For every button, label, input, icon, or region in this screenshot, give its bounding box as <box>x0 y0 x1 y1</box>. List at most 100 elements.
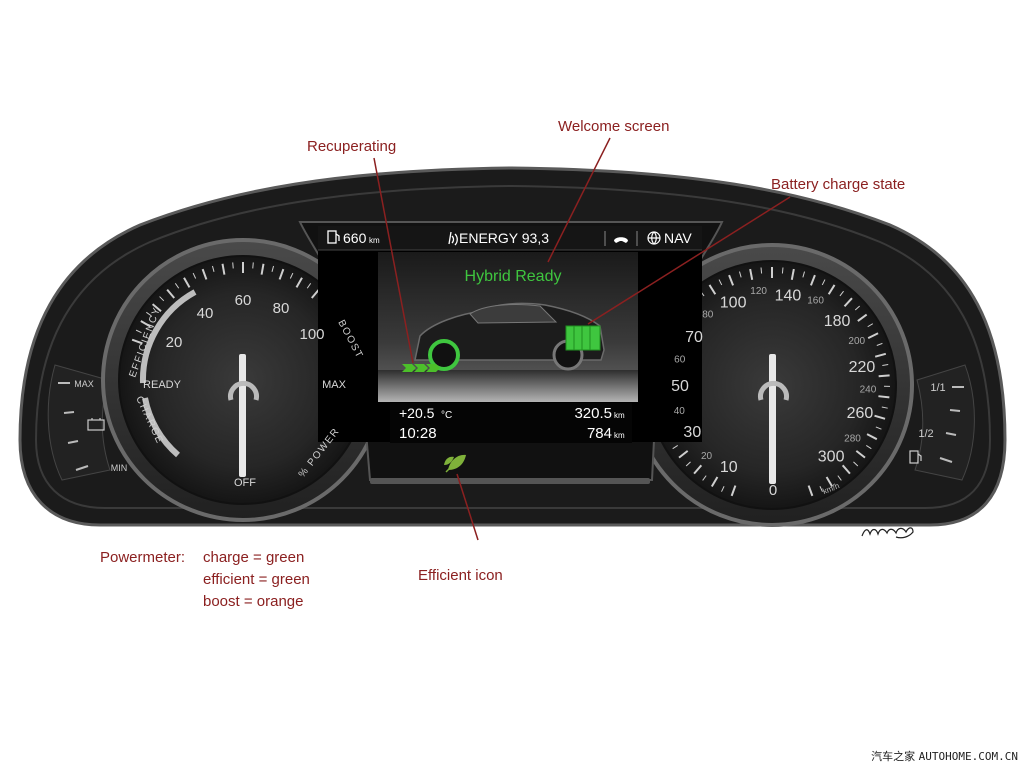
powermeter-tick-13 <box>232 262 234 269</box>
speedometer-tick-29 <box>760 267 763 274</box>
odometer-unit: km <box>614 431 625 440</box>
speedometer-tick-54 <box>855 450 866 459</box>
speedometer-tick-24 <box>708 284 717 295</box>
speedometer-tick-43 <box>876 342 883 346</box>
footer-brand: 汽车之家 <box>871 750 916 763</box>
powermeter-legend-efficient: efficient = green <box>203 571 310 588</box>
powermeter-tick-2 <box>140 320 151 328</box>
powermeter-legend-title: Powermeter: <box>100 549 186 566</box>
speedometer-tick-52 <box>866 433 878 441</box>
powermeter-tick-5 <box>159 296 165 302</box>
speedometer-tick-25 <box>718 279 723 286</box>
speedometer-tick-3 <box>702 475 707 481</box>
label-welcome-screen: Welcome screen <box>558 118 670 135</box>
speedometer-tick-6 <box>678 450 689 459</box>
speedometer-minor-label-80: 80 <box>702 310 714 321</box>
speedometer-label-300: 300 <box>818 448 845 465</box>
speedometer-tick-34 <box>809 274 816 286</box>
speedometer-tick-59 <box>819 486 823 492</box>
speedometer-label-260: 260 <box>847 405 874 422</box>
speedometer-tick-26 <box>728 274 735 286</box>
powermeter-legend-boost: boost = orange <box>203 593 304 610</box>
side-gauge-max: MAX <box>74 379 94 389</box>
label-battery-charge-state: Battery charge state <box>771 176 906 193</box>
efficient-leaf-icon <box>444 454 466 473</box>
speedometer-tick-42 <box>867 332 879 339</box>
energy-readout: ENERGY 93,3 <box>459 230 549 246</box>
speedometer-tick-28 <box>749 268 754 281</box>
speedometer-tick-53 <box>866 445 872 450</box>
range-unit: km <box>369 236 380 245</box>
powermeter-scale-60: 60 <box>235 292 252 309</box>
fuel-gauge-full: 1/1 <box>930 382 945 394</box>
label-recuperating: Recuperating <box>307 138 397 155</box>
fuel-gauge-half: 1/2 <box>918 428 933 440</box>
recuperating-arrows <box>402 364 440 372</box>
front-wheel-green <box>428 339 460 371</box>
speedometer-minor-label-160: 160 <box>807 295 824 306</box>
speedometer-tick-58 <box>825 476 834 488</box>
powermeter-charge-arc <box>142 397 180 458</box>
trip-unit: km <box>614 411 625 420</box>
speedometer-tick-32 <box>790 268 795 281</box>
powermeter-tick-20 <box>295 277 303 288</box>
powermeter-tick-0 <box>131 338 143 345</box>
speedometer-minor-label-40: 40 <box>674 406 686 417</box>
speedometer-needle <box>769 354 776 484</box>
footer-site: AUTOHOME.COM.CN <box>918 750 1018 763</box>
speedometer-zero: 0 <box>769 482 777 499</box>
speedometer-label-50: 50 <box>671 378 689 395</box>
range-value: 660 <box>343 230 367 246</box>
speedometer-minor-label-280: 280 <box>844 433 861 444</box>
powermeter-tick-17 <box>271 265 275 272</box>
speedometer-tick-49 <box>881 406 888 409</box>
powermeter-tick-18 <box>278 268 285 280</box>
speedometer-tick-39 <box>854 305 861 311</box>
speedometer-tick-48 <box>878 395 890 399</box>
speedometer-tick-1 <box>721 486 725 492</box>
speedometer-label-100: 100 <box>720 295 747 312</box>
nav-label: NAV <box>664 230 692 246</box>
powermeter-scale-40: 40 <box>197 305 214 322</box>
speedometer-minor-label-20: 20 <box>701 451 713 462</box>
powermeter-tick-6 <box>166 288 175 299</box>
powermeter-scale-80: 80 <box>273 300 290 317</box>
powermeter-needle <box>239 354 246 477</box>
powermeter-tick-3 <box>146 311 152 317</box>
speedometer-tick-35 <box>821 279 826 286</box>
speedometer-tick-36 <box>827 284 836 295</box>
speedometer-minor-label-240: 240 <box>860 384 877 395</box>
phone-icon <box>614 237 628 243</box>
label-efficient-icon: Efficient icon <box>418 567 503 584</box>
battery-indicator <box>565 325 601 351</box>
powermeter-scale-100: 100 <box>299 326 324 343</box>
hybrid-ready-message: Hybrid Ready <box>465 268 562 285</box>
speedometer-tick-37 <box>839 290 844 297</box>
speedometer-tick-55 <box>853 461 859 467</box>
speedometer-tick-33 <box>802 271 806 278</box>
powermeter-tick-1 <box>135 329 142 334</box>
powermeter-tick-22 <box>311 288 320 299</box>
powermeter-tick-10 <box>201 268 208 280</box>
powermeter-tick-8 <box>183 277 191 288</box>
powermeter-tick-12 <box>221 263 226 275</box>
speedometer-minor-label-60: 60 <box>674 355 686 366</box>
speedometer-tick-0 <box>730 485 737 497</box>
speedometer-tick-46 <box>878 374 890 378</box>
powermeter-ready: READY <box>143 379 182 391</box>
odometer-value: 784 <box>587 425 612 442</box>
powermeter-tick-7 <box>174 283 180 289</box>
speedometer-label-140: 140 <box>775 287 802 304</box>
speedometer-tick-51 <box>875 426 882 430</box>
speedometer-tick-38 <box>843 297 853 307</box>
powermeter-scale-20: 20 <box>166 334 183 351</box>
clock: 10:28 <box>399 425 437 442</box>
speedometer-label-30: 30 <box>683 424 701 441</box>
side-gauge-icon <box>87 418 105 431</box>
powermeter-tick-9 <box>192 272 197 279</box>
speedometer-tick-2 <box>710 476 719 488</box>
car-illustration <box>414 302 605 371</box>
globe-icon <box>647 231 661 245</box>
speedometer-minor-label-200: 200 <box>848 336 865 347</box>
